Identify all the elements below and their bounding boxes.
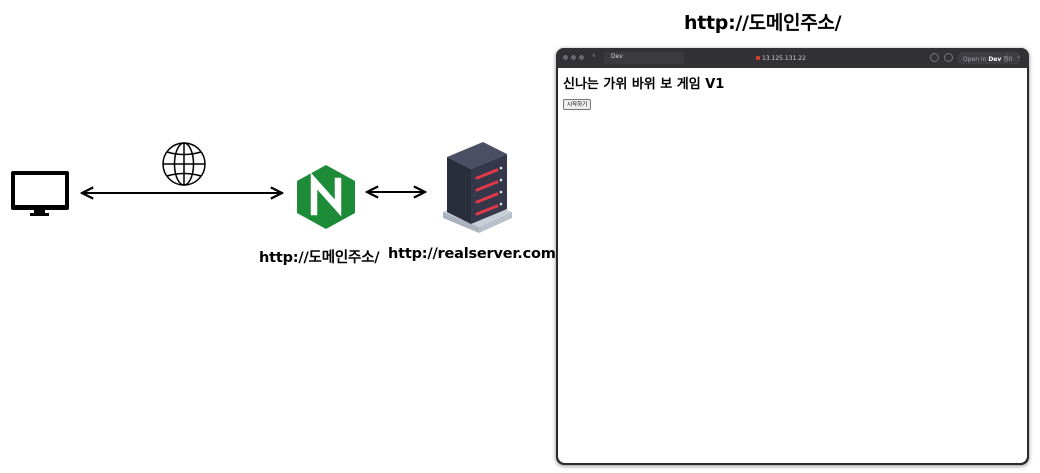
- browser-tab-label: Dev: [611, 53, 623, 60]
- server-url-caption: http://realserver.com/: [388, 246, 561, 262]
- page-title: 신나는 가위 바위 보 게임 V1: [563, 77, 725, 92]
- chevron-down-icon[interactable]: ⌄: [1016, 53, 1022, 60]
- browser-window: ‹ Dev 13.125.131.22 Open in Dev 앱0 ⌄ 신나는…: [556, 48, 1029, 465]
- nginx-url-caption: http://도메인주소/: [259, 250, 380, 266]
- back-arrow-icon[interactable]: ‹: [592, 51, 596, 61]
- architecture-diagram: http://도메인주소/ http://realserver.com/: [11, 142, 561, 266]
- server-icon: [443, 142, 512, 233]
- browser-titlebar: ‹ Dev 13.125.131.22 Open in Dev 앱0 ⌄: [556, 48, 1029, 68]
- page-content: 신나는 가위 바위 보 게임 V1 시작하기: [558, 68, 1027, 463]
- bookmark-icon[interactable]: [944, 53, 953, 62]
- extensions-icon[interactable]: [930, 53, 939, 62]
- nginx-icon: [297, 165, 355, 229]
- close-window-icon[interactable]: [563, 55, 568, 60]
- open-in-app-label: Open in Dev 앱0: [963, 56, 1013, 63]
- browser-heading: http://도메인주소/: [684, 12, 842, 34]
- lock-icon: [756, 56, 760, 60]
- browser-tab[interactable]: [604, 52, 684, 64]
- maximize-window-icon[interactable]: [579, 55, 584, 60]
- minimize-window-icon[interactable]: [571, 55, 576, 60]
- start-button[interactable]: 시작하기: [563, 99, 592, 110]
- globe-icon: [162, 142, 206, 186]
- address-bar[interactable]: 13.125.131.22: [762, 55, 806, 62]
- open-in-app-button[interactable]: [958, 52, 1020, 64]
- monitor-icon: [11, 171, 69, 216]
